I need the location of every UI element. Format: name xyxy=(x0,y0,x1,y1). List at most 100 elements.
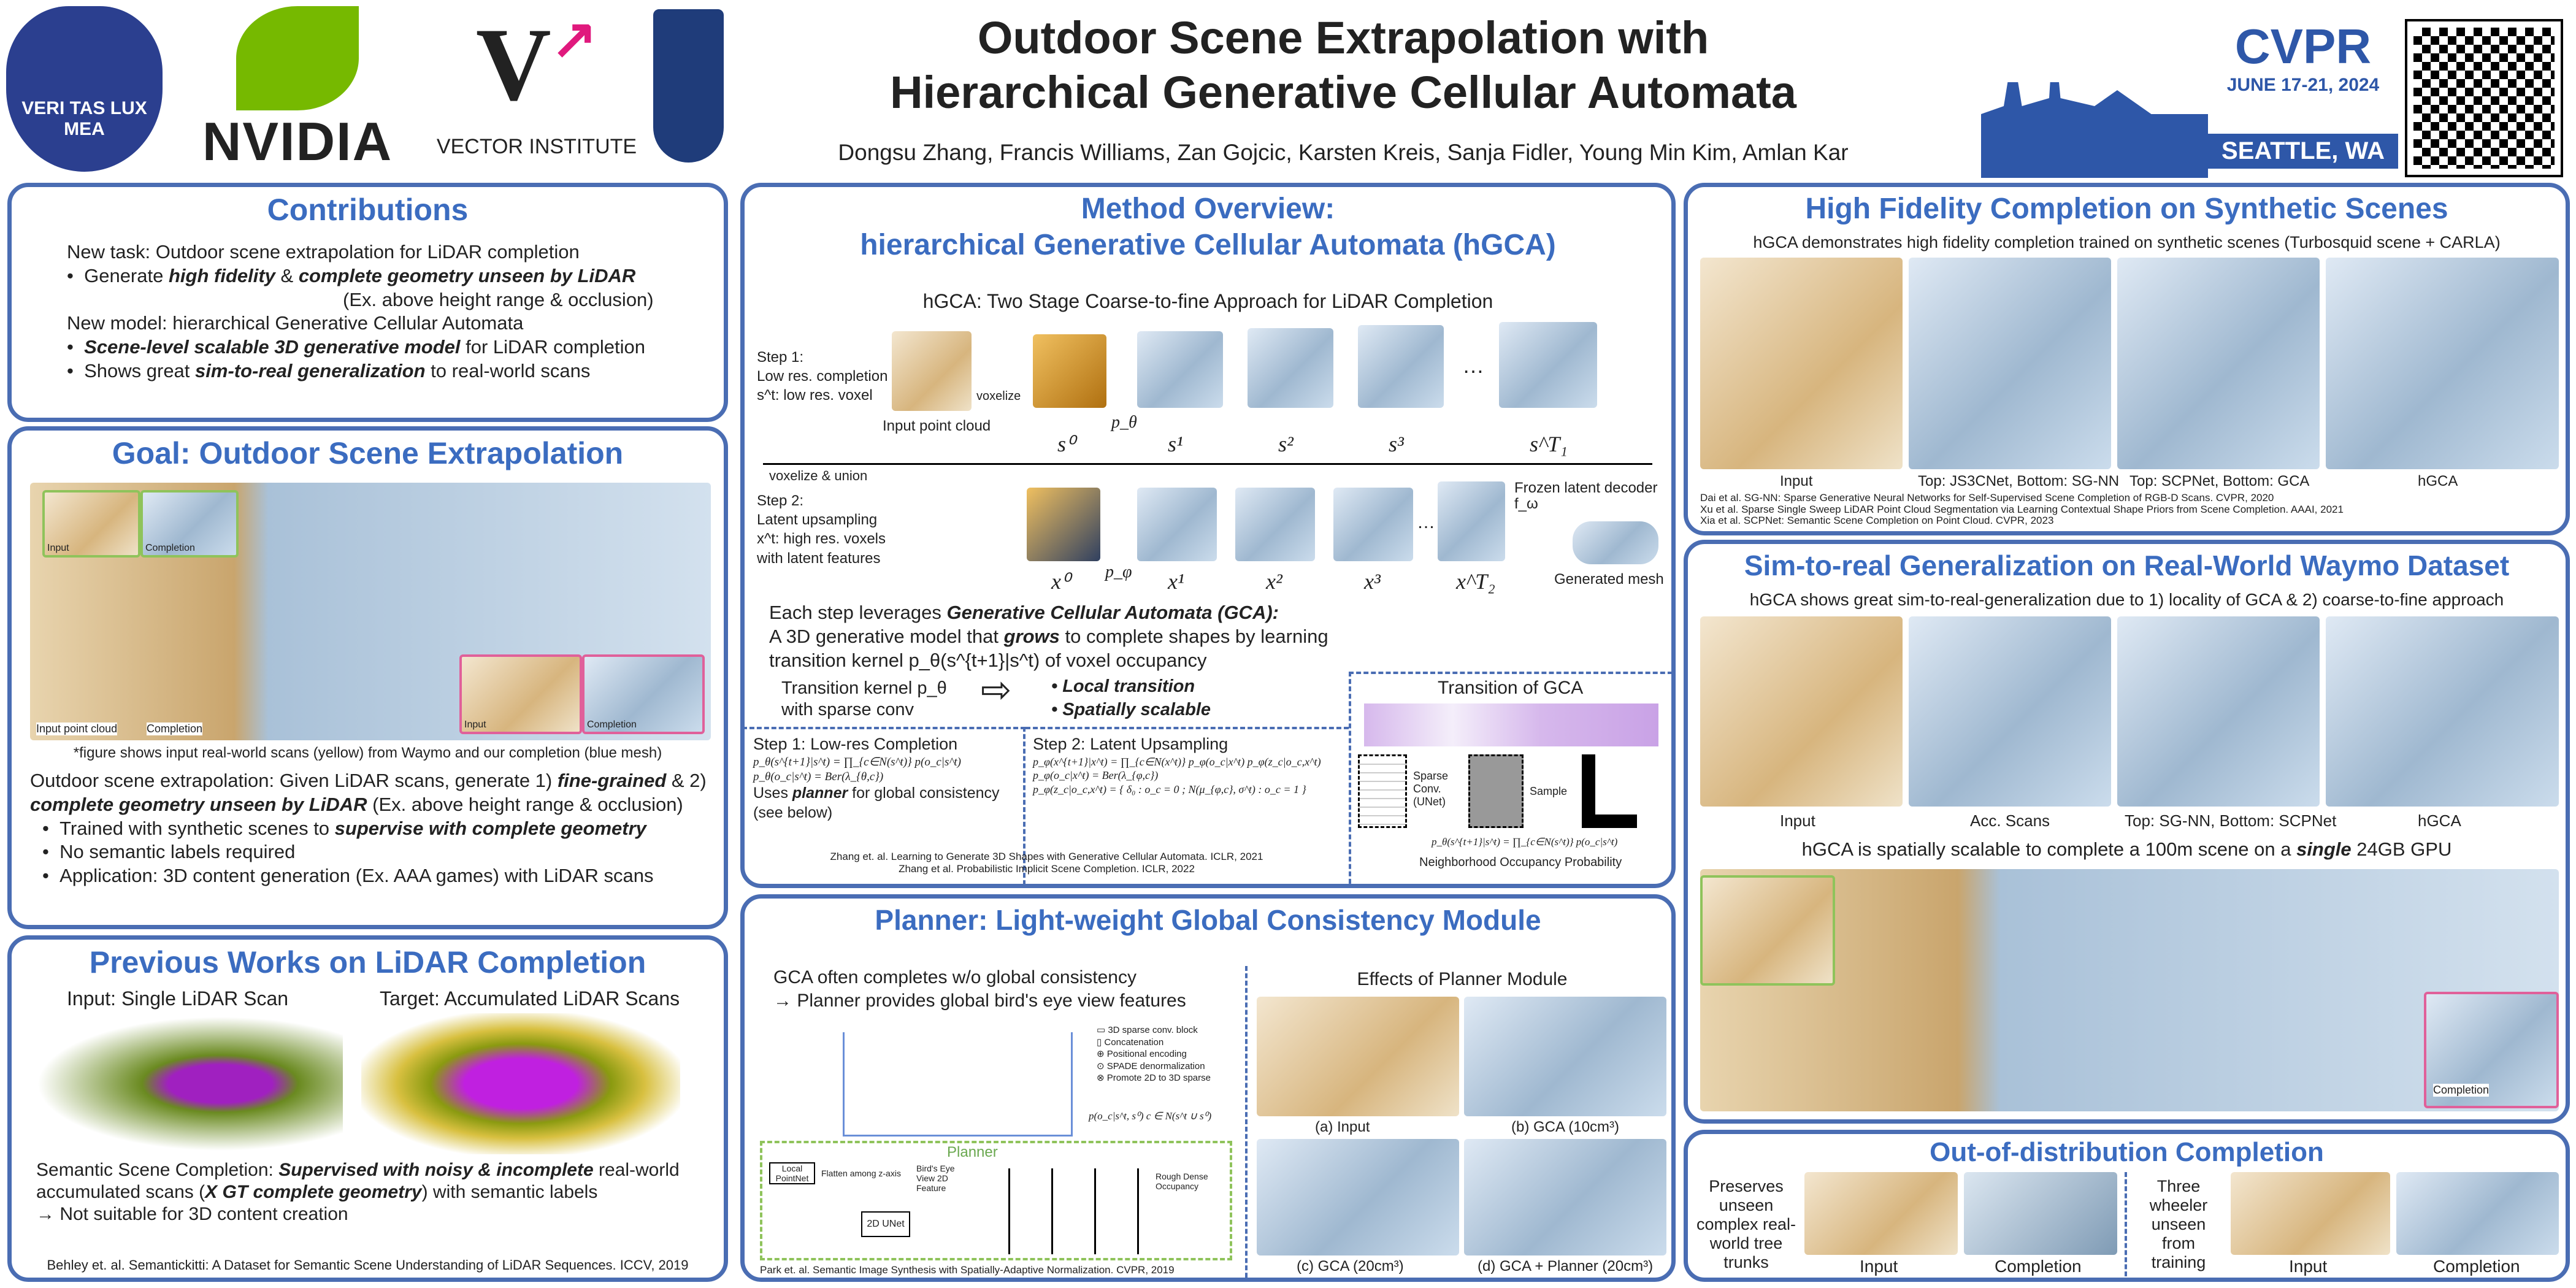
method-panel: Method Overview: hierarchical Generative… xyxy=(740,183,1676,888)
local-pointnet-box: Local PointNet xyxy=(769,1162,815,1184)
planner-description: GCA often completes w/o global consisten… xyxy=(773,967,1186,1011)
panel-title: Contributions xyxy=(267,193,469,227)
input-pc-label: Input point cloud xyxy=(883,418,991,434)
effect-input xyxy=(1257,997,1459,1116)
ssc-description: Semantic Scene Completion: Supervised wi… xyxy=(36,1160,680,1202)
target-label: Target: Accumulated LiDAR Scans xyxy=(380,987,680,1010)
s-label: s³ xyxy=(1389,432,1404,456)
result-shape xyxy=(1582,754,1637,828)
inset-input-2: Input xyxy=(459,654,582,734)
rough-occupancy-label: Rough Dense Occupancy xyxy=(1156,1171,1208,1191)
panel-title: High Fidelity Completion on Synthetic Sc… xyxy=(1805,193,2448,225)
fidelity-refs: Dai et al. SG-NN: Sparse Generative Neur… xyxy=(1700,492,2344,527)
cvpr-city: SEATTLE, WA xyxy=(2208,134,2398,169)
planner-reference: Park et. al. Semantic Image Synthesis wi… xyxy=(760,1264,1175,1276)
goal-desc: Outdoor scene extrapolation: Given LiDAR… xyxy=(30,770,707,815)
effect-label: (d) GCA + Planner (20cm³) xyxy=(1478,1258,1654,1275)
panel-title: Previous Works on LiDAR Completion xyxy=(89,945,646,979)
x2-voxels xyxy=(1235,488,1315,561)
sample-label: Sample xyxy=(1530,785,1568,797)
ellipsis: … xyxy=(1417,512,1435,532)
ood-tree-completion xyxy=(1964,1172,2117,1255)
contrib-bullet-2: • Scene-level scalable 3D generative mod… xyxy=(67,336,646,358)
title-line-2: Hierarchical Generative Cellular Automat… xyxy=(890,66,1796,118)
inset-completion: Completion xyxy=(140,490,239,558)
ood-label: Completion xyxy=(1995,1257,2082,1276)
ellipsis: … xyxy=(1462,353,1484,378)
conv-blocks xyxy=(984,1168,1143,1254)
authors: Dongsu Zhang, Francis Williams, Zan Gojc… xyxy=(838,140,1849,165)
ood-left-desc: Preserves unseen complex real-world tree… xyxy=(1696,1177,1796,1272)
generated-mesh-label: Generated mesh xyxy=(1554,571,1664,588)
step1-details: Step 1: Low-res Completion p_θ(s^{t+1}|s… xyxy=(753,735,1000,821)
col-label: Top: SG-NN, Bottom: SCPNet xyxy=(2125,811,2337,830)
effect-label: (b) GCA (10cm³) xyxy=(1511,1119,1620,1135)
effect-label: (c) GCA (20cm³) xyxy=(1297,1258,1404,1275)
effect-gca-20 xyxy=(1257,1139,1459,1255)
s-label: s¹ xyxy=(1168,432,1183,456)
step1-box xyxy=(745,727,1025,884)
qr-code-icon[interactable] xyxy=(2405,19,2563,177)
s1-voxels xyxy=(1137,331,1223,408)
col-label: hGCA xyxy=(2418,473,2458,489)
contrib-bullet-3: • Shows great sim-to-real generalization… xyxy=(67,359,591,381)
kernel-label: Transition kernel p_θ with sparse conv xyxy=(781,678,947,719)
contributions-body: New task: Outdoor scene extrapolation fo… xyxy=(12,240,724,383)
seattle-skyline-icon xyxy=(1981,26,2208,178)
method-subtitle: hGCA: Two Stage Coarse-to-fine Approach … xyxy=(922,290,1493,312)
chair-sequence-figure xyxy=(1364,703,1658,746)
effect-label: (a) Input xyxy=(1315,1119,1370,1135)
simreal-subtitle: hGCA shows great sim-to-real-generalizat… xyxy=(1749,590,2504,609)
scalable-text: hGCA is spatially scalable to complete a… xyxy=(1801,838,2452,860)
input-point-cloud xyxy=(892,331,972,411)
panel-title: Method Overview: xyxy=(1081,193,1335,225)
frozen-decoder-label: Frozen latent decoder f_ω xyxy=(1514,480,1658,513)
p-phi-label: p_φ xyxy=(1105,562,1132,581)
conclusion: → Not suitable for 3D content creation xyxy=(36,1204,348,1224)
large-scene-figure: Completion xyxy=(1700,869,2559,1111)
step2-details: Step 2: Latent Upsampling p_φ(x^{t+1}|x^… xyxy=(1033,735,1321,795)
sT1-voxels xyxy=(1499,322,1597,408)
completion-label: Completion xyxy=(2433,1084,2490,1097)
goal-bullet: • Application: 3D content generation (Ex… xyxy=(42,865,654,886)
reference: Behley et. al. Semantickitti: A Dataset … xyxy=(47,1257,689,1273)
x-label: x³ xyxy=(1364,569,1381,594)
ood-panel: Out-of-distribution Completion Preserves… xyxy=(1684,1130,2570,1282)
ood-right-desc: Three wheeler unseen from training xyxy=(2149,1177,2208,1272)
goal-panel: Goal: Outdoor Scene Extrapolation Input … xyxy=(7,426,728,929)
ood-tree-input xyxy=(1804,1172,1958,1255)
x-label: x^T₂ xyxy=(1456,569,1495,594)
s2-voxels xyxy=(1248,328,1333,408)
kernel-properties: • Local transition• Spatially scalable xyxy=(1051,677,1211,719)
voxelize-label: voxelize xyxy=(976,389,1021,403)
nop-label: Neighborhood Occupancy Probability xyxy=(1419,856,1622,869)
col-label: Input xyxy=(1780,473,1813,489)
x1-voxels xyxy=(1137,488,1217,561)
toronto-crest-icon xyxy=(653,9,724,163)
contrib-note: (Ex. above height range & occlusion) xyxy=(343,288,654,310)
grid-figure xyxy=(1358,754,1407,828)
vector-text: VECTOR INSTITUTE xyxy=(436,135,637,158)
ood-wheeler-input xyxy=(2231,1172,2390,1255)
simreal-acc xyxy=(1909,616,2111,807)
panel-subtitle: hierarchical Generative Cellular Automat… xyxy=(860,228,1556,261)
fidelity-baseline-1 xyxy=(1909,258,2111,469)
accumulated-scan-figure xyxy=(361,1013,680,1154)
col-label: Acc. Scans xyxy=(1970,811,2050,830)
panel-title: Sim-to-real Generalization on Real-World… xyxy=(1744,550,2510,581)
step2-box xyxy=(1025,727,1349,884)
effect-gca-planner xyxy=(1464,1139,1666,1255)
previous-body: Semantic Scene Completion: Supervised wi… xyxy=(36,1159,717,1225)
col-label: hGCA xyxy=(2418,811,2461,830)
xT2-voxels xyxy=(1438,481,1505,561)
nop-formula: p_θ(s^{t+1}|s^t) = ∏_{c∈N(s^t)} p(o_c|s^… xyxy=(1432,836,1618,848)
bev-label: Bird's Eye View 2D Feature xyxy=(916,1163,955,1193)
col-label: Top: SCPNet, Bottom: GCA xyxy=(2129,473,2310,489)
snu-logo: VERI TAS LUX MEA xyxy=(6,6,163,172)
simreal-input xyxy=(1700,616,1903,807)
planner-box xyxy=(760,1141,1232,1260)
x-label: x¹ xyxy=(1168,569,1184,594)
effects-title: Effects of Planner Module xyxy=(1357,969,1568,989)
title-line-1: Outdoor Scene Extrapolation with xyxy=(977,12,1709,63)
goal-scene-figure: Input Completion Input point cloud Compl… xyxy=(30,483,711,740)
